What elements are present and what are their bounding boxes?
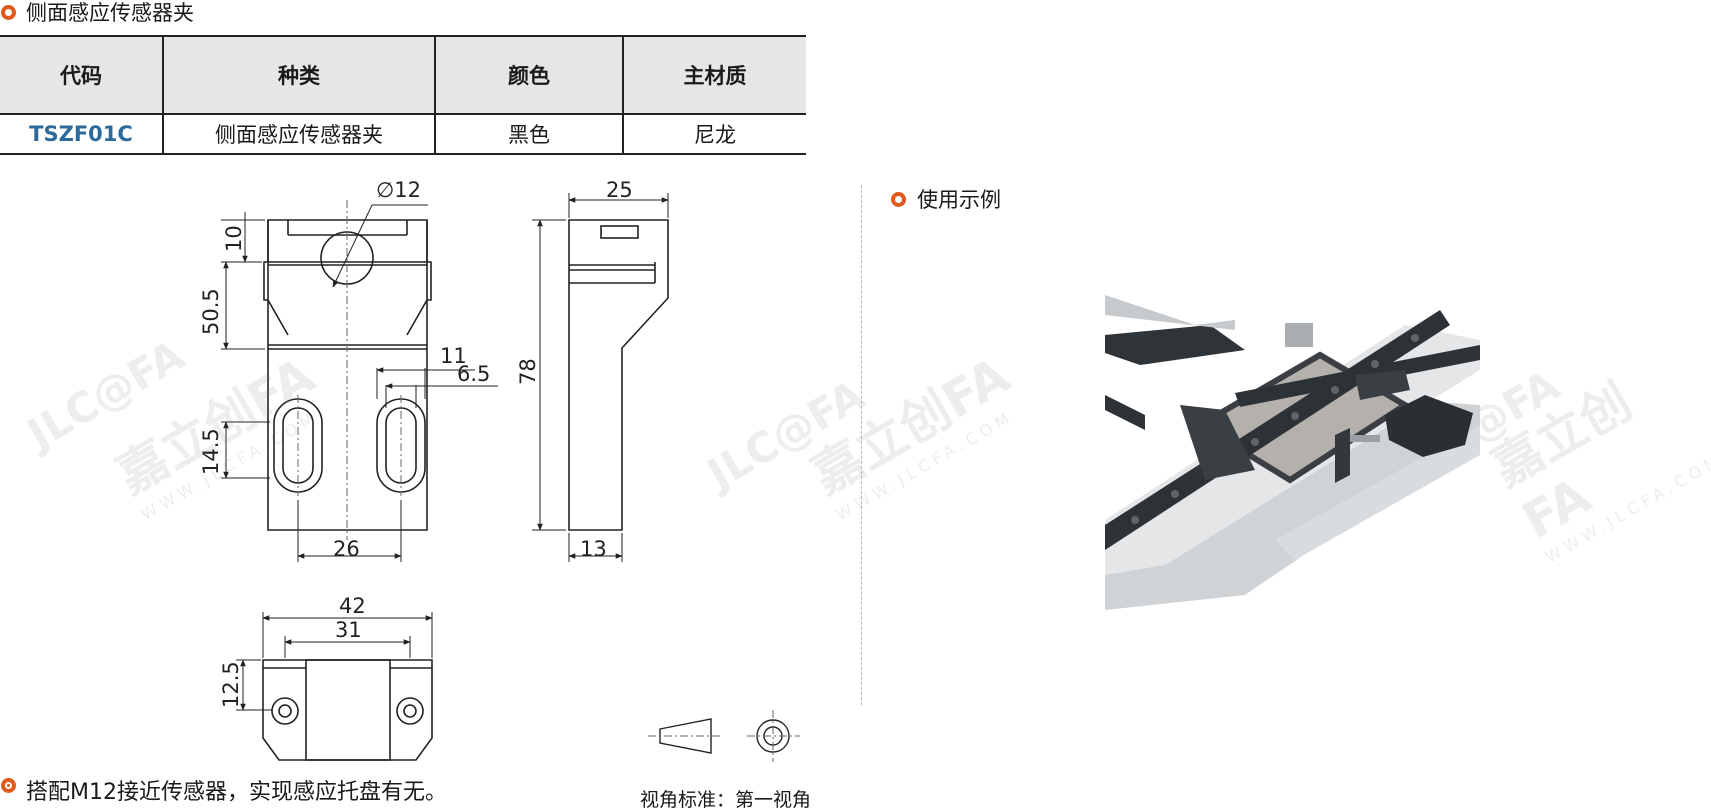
dim-50-5: 50.5 [199,288,223,335]
dim-78: 78 [516,358,540,385]
usage-illustration [1105,295,1480,610]
dim-42: 42 [339,594,366,618]
table-row: TSZF01C 侧面感应传感器夹 黑色 尼龙 [0,114,806,155]
side-view-outline [568,219,669,531]
usage-note: 搭配M12接近传感器，实现感应托盘有无。 [26,780,447,805]
bottom-view-outline [262,659,433,761]
table-header-row: 代码 种类 颜色 主材质 [0,35,806,115]
cell-code: TSZF01C [0,114,163,155]
spec-table: 代码 种类 颜色 主材质 TSZF01C 侧面感应传感器夹 黑色 尼龙 [0,35,806,155]
dim-diameter: ∅12 [376,178,421,202]
front-view-outline [267,219,428,531]
watermark-brand: 嘉立创FA [1482,372,1642,551]
note-bullet-icon [1,778,16,793]
header-material: 主材质 [622,35,806,115]
cell-color: 黑色 [434,114,623,155]
section-divider [861,185,862,705]
view-standard-note: 视角标准：第一视角 [640,789,812,811]
usage-title: 使用示例 [917,188,1001,212]
header-type: 种类 [162,35,435,115]
technical-drawing: ∅12 11 6.5 26 10 50.5 14.5 25 78 13 [199,178,800,762]
header-code: 代码 [0,35,163,115]
screw-left [271,697,299,725]
dim-13: 13 [580,537,607,561]
cell-material: 尼龙 [622,114,806,155]
page-title: 侧面感应传感器夹 [26,1,194,25]
screw-right [396,697,424,725]
watermark-6: 嘉立创FA WWW.JLCFA.COM [1477,332,1711,567]
title-bullet-icon [1,5,16,20]
header-color: 颜色 [434,35,623,115]
dim-6-5: 6.5 [457,362,490,386]
dim-10: 10 [222,225,246,252]
dim-25: 25 [606,178,633,202]
dim-26: 26 [333,537,360,561]
dim-14-5: 14.5 [199,428,223,475]
dim-31: 31 [335,618,362,642]
cell-type: 侧面感应传感器夹 [162,114,435,155]
dim-11: 11 [440,344,467,368]
usage-bullet-icon [891,192,906,207]
dim-12-5: 12.5 [219,661,243,708]
